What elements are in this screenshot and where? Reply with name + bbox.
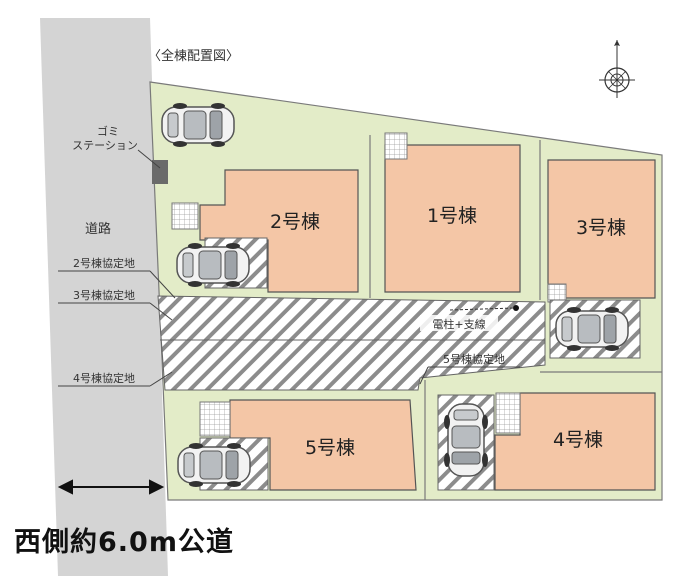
terrace-4 (495, 392, 521, 434)
building-2 (199, 169, 359, 293)
lot-boundaries (369, 135, 662, 500)
plan-title: 〈全棟配置図〉 (148, 48, 239, 64)
road-width-caption: 西側約6.0m公道 (14, 527, 234, 558)
agree3-leader (149, 302, 173, 321)
terrace-3 (547, 283, 567, 303)
road-label: 道路 (85, 221, 111, 237)
road-strip (40, 18, 168, 576)
garbage-label-1: ゴミ (97, 124, 119, 138)
building-4-label: 4号棟 (553, 429, 603, 451)
road-width-arrow (57, 479, 165, 495)
agree5-leader (419, 366, 429, 385)
building-1 (384, 144, 521, 293)
pole-label-bg (420, 315, 498, 331)
building-4 (494, 392, 656, 491)
agree4-leader (149, 371, 173, 387)
building-2-label: 2号棟 (270, 211, 320, 233)
car-4 (443, 403, 489, 477)
garbage-station (152, 160, 168, 184)
agree2-label: 2号棟協定地 (73, 256, 135, 270)
north-compass-icon (599, 40, 635, 98)
building-3-label: 3号棟 (576, 217, 626, 239)
garbage-leader (137, 149, 161, 169)
terrace-1 (384, 132, 408, 160)
agree3-label: 3号棟協定地 (73, 288, 135, 302)
car-3 (555, 306, 629, 352)
garbage-label-2: ステーション (72, 139, 138, 152)
pole-icon (513, 305, 519, 311)
car-2 (176, 242, 250, 288)
agree2-leader (149, 270, 176, 299)
terrace-2 (171, 202, 199, 230)
pole-label: 電柱+支線 (432, 317, 485, 331)
building-1-label: 1号棟 (427, 205, 477, 227)
pole-guy-wire (449, 307, 516, 311)
agree5-label: 5号棟協定地 (443, 352, 505, 366)
building-3 (547, 159, 656, 299)
terrace-5 (199, 401, 231, 437)
building-5-label: 5号棟 (305, 437, 355, 459)
car-top (161, 102, 235, 148)
car-5 (177, 442, 251, 488)
agree4-label: 4号棟協定地 (73, 371, 135, 385)
